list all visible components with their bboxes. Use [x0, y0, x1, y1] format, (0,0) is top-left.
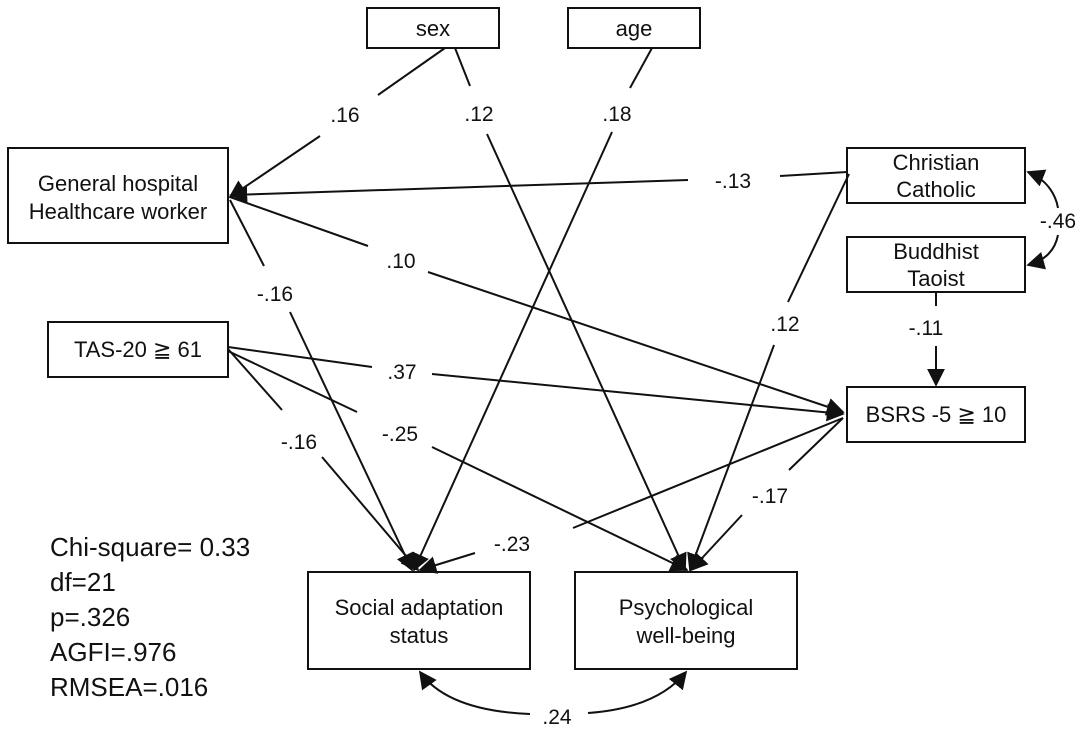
node-social: Social adaptation status — [307, 571, 531, 670]
path-tas-bsrs: .37 — [227, 346, 845, 422]
node-sex-label: sex — [416, 16, 450, 41]
path-buddhist-bsrs: -.11 — [909, 292, 945, 387]
node-buddhist: Buddhist Taoist — [846, 236, 1026, 293]
node-bsrs: BSRS -5 ≧ 10 — [846, 386, 1026, 443]
fit-p: p=.326 — [50, 602, 130, 632]
node-wellbeing-label-2: well-being — [635, 623, 735, 648]
node-age-label: age — [616, 16, 653, 41]
node-social-label-1: Social adaptation — [335, 595, 504, 620]
node-bsrs-label: BSRS -5 ≧ 10 — [866, 402, 1007, 427]
path-christian-hospital: -.13 — [229, 170, 848, 204]
coef-sex-hospital: .16 — [330, 104, 359, 127]
node-hospital-label-2: Healthcare worker — [29, 199, 208, 224]
node-hospital-label-1: General hospital — [38, 171, 198, 196]
coef-social-wellbeing: .24 — [542, 706, 572, 729]
path-christian-wellbeing: .12 — [687, 173, 850, 572]
coef-tas-social: -.16 — [281, 431, 317, 454]
path-hospital-social: -.16 — [229, 199, 414, 572]
coef-hospital-bsrs: .10 — [386, 250, 415, 273]
correlation-social-wellbeing: .24 — [418, 670, 688, 729]
node-wellbeing: Psychological well-being — [574, 571, 798, 670]
path-tas-social: -.16 — [227, 348, 420, 572]
node-christian-label-2: Catholic — [896, 177, 975, 202]
fit-indices: Chi-square= 0.33 df=21 p=.326 AGFI=.976 … — [50, 532, 250, 702]
coef-bsrs-social: -.23 — [494, 533, 530, 556]
node-social-label-2: status — [390, 623, 449, 648]
fit-rmsea: RMSEA=.016 — [50, 672, 208, 702]
node-buddhist-label-1: Buddhist — [893, 239, 979, 264]
path-bsrs-social: -.23 — [418, 417, 844, 574]
node-wellbeing-label-1: Psychological — [619, 595, 754, 620]
coef-tas-wellbeing: -.25 — [382, 423, 418, 446]
node-christian: Christian Catholic — [846, 147, 1026, 204]
node-tas-label: TAS-20 ≧ 61 — [74, 337, 202, 362]
coef-age-social: .18 — [602, 103, 631, 126]
coef-hospital-social: -.16 — [257, 283, 293, 306]
coef-bsrs-wellbeing: -.17 — [752, 485, 788, 508]
node-christian-label-1: Christian — [893, 150, 980, 175]
coef-christian-wellbeing: .12 — [770, 313, 799, 336]
path-sex-hospital: .16 — [228, 47, 446, 199]
coef-tas-bsrs: .37 — [387, 361, 416, 384]
path-tas-wellbeing: -.25 — [227, 350, 689, 572]
path-bsrs-wellbeing: -.17 — [689, 417, 844, 572]
coef-buddhist-bsrs: -.11 — [909, 317, 944, 340]
path-sex-wellbeing: .12 — [454, 47, 687, 572]
node-buddhist-label-2: Taoist — [907, 266, 964, 291]
coef-sex-wellbeing: .12 — [464, 103, 493, 126]
node-sex: sex — [366, 7, 500, 49]
coef-christian-buddhist: -.46 — [1040, 210, 1076, 233]
node-tas: TAS-20 ≧ 61 — [47, 321, 229, 378]
correlation-christian-buddhist: -.46 — [1026, 169, 1076, 270]
path-hospital-bsrs: .10 — [229, 196, 845, 416]
fit-chi-square: Chi-square= 0.33 — [50, 532, 250, 562]
fit-df: df=21 — [50, 567, 116, 597]
path-age-social: .18 — [412, 47, 653, 572]
fit-agfi: AGFI=.976 — [50, 637, 176, 667]
node-hospital: General hospital Healthcare worker — [7, 147, 229, 244]
coef-christian-hospital: -.13 — [715, 170, 751, 193]
node-age: age — [567, 7, 701, 49]
